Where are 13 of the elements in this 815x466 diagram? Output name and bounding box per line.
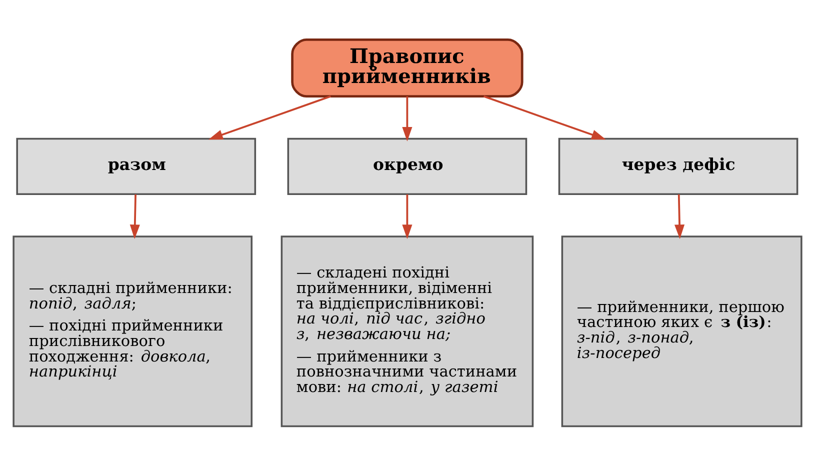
arrow [674, 194, 685, 240]
node-box: разом [16, 138, 256, 195]
arrow [483, 95, 606, 140]
node-box: — складені похідні прийменники, відіменні та віддієприслівникові: на чолі, під час, згідно з, незважаючи на; — прийменники з повнозначними частинами мови: на столі, у газеті [280, 236, 534, 428]
node-box: — складні прийменники: попід, задля; — похідні прийменники прислівникового походження: довкола, наприкінці [12, 236, 253, 428]
arrow [208, 95, 331, 140]
node-box: окремо [287, 138, 528, 195]
node-box: через дефіс [558, 138, 798, 195]
arrow [130, 194, 140, 240]
node-box: — прийменники, першою частиною яких є з (із): з-під, з-понад, із-посеред [561, 236, 802, 428]
arrow [402, 96, 412, 142]
arrow [402, 194, 412, 240]
node-box: Правопис прийменників [291, 38, 524, 98]
